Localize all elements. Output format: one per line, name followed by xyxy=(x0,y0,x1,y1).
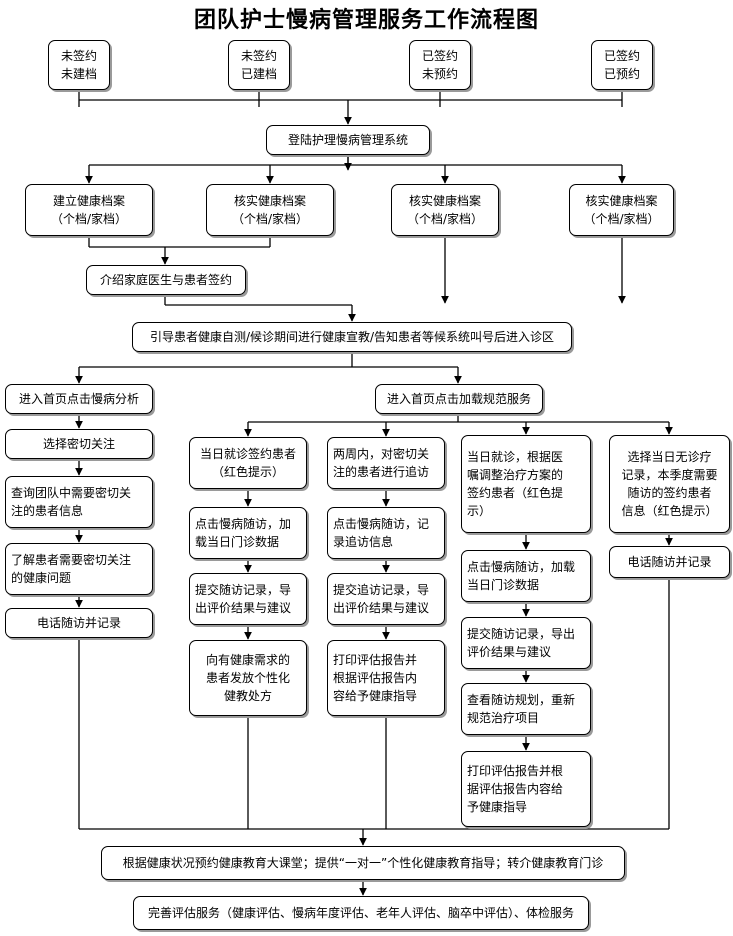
health-education-booking: 根据健康状况预约健康教育大课堂；提供“一对一”个性化健康教育指导；转介健康教育门… xyxy=(101,846,625,880)
status-unsigned-unfiled: 未签约 未建档 xyxy=(48,40,110,90)
understand-health-issues: 了解患者需要密切关注 的健康问题 xyxy=(5,543,153,595)
col2-print-report: 打印评估报告并 根据评估报告内 容给予健康指导 xyxy=(327,640,445,716)
col2-submit-followup: 提交追访记录，导 出评价结果与建议 xyxy=(327,573,445,625)
query-close-attention-patients: 查询团队中需要密切关 注的患者信息 xyxy=(5,476,153,528)
col2-record-followup: 点击慢病随访，记 录追访信息 xyxy=(327,507,445,559)
col1-health-prescription: 向有健康需求的 患者发放个性化 健教处方 xyxy=(189,640,307,716)
login-system: 登陆护理慢病管理系统 xyxy=(266,125,430,155)
col1-today-signed: 当日就诊签约患者 （红色提示） xyxy=(189,437,307,489)
col1-submit-record: 提交随访记录，导 出评价结果与建议 xyxy=(189,573,307,625)
col3-load-data: 点击慢病随访，加载 当日门诊数据 xyxy=(461,550,591,602)
archive-verify-3: 核实健康档案 （个档/家档） xyxy=(569,184,674,236)
col3-adjusted-plan-patient: 当日就诊，根据医 嘱调整治疗方案的 签约患者（红色提 示） xyxy=(461,435,591,533)
col3-review-plan: 查看随访规划，重新 规范治疗项目 xyxy=(461,683,591,735)
status-unsigned-filed: 未签约 已建档 xyxy=(228,40,290,90)
col1-load-data: 点击慢病随访，加 载当日门诊数据 xyxy=(189,507,307,559)
family-doctor-signing: 介绍家庭医生与患者签约 xyxy=(86,265,246,295)
guide-patient-step: 引导患者健康自测/候诊期间进行健康宣教/告知患者等候系统叫号后进入诊区 xyxy=(132,322,572,352)
col3-submit-record: 提交随访记录，导出 评价结果与建议 xyxy=(461,617,591,669)
status-signed-booked: 已签约 已预约 xyxy=(591,40,653,90)
left-phone-followup: 电话随访并记录 xyxy=(5,608,153,638)
archive-verify-2: 核实健康档案 （个档/家档） xyxy=(391,184,499,236)
archive-create: 建立健康档案 （个档/家档） xyxy=(25,184,153,236)
status-signed-unbooked: 已签约 未预约 xyxy=(409,40,471,90)
chronic-analysis-entry: 进入首页点击慢病分析 xyxy=(5,384,153,414)
select-close-attention: 选择密切关注 xyxy=(5,429,153,459)
col2-two-week-followup: 两周内，对密切关 注的患者进行追访 xyxy=(327,437,445,489)
assessment-services: 完善评估服务（健康评估、慢病年度评估、老年人评估、脑卒中评估）、体检服务 xyxy=(133,896,589,930)
archive-verify-1: 核实健康档案 （个档/家档） xyxy=(206,184,334,236)
col4-phone-followup: 电话随访并记录 xyxy=(609,546,730,578)
col3-print-report: 打印评估报告并根 据评估报告内容给 予健康指导 xyxy=(461,751,591,827)
col4-no-visit-patients: 选择当日无诊疗 记录，本季度需要 随访的签约患者 信息（红色提示） xyxy=(609,435,730,533)
standard-service-entry: 进入首页点击加载规范服务 xyxy=(375,384,543,414)
page-title: 团队护士慢病管理服务工作流程图 xyxy=(193,8,539,33)
